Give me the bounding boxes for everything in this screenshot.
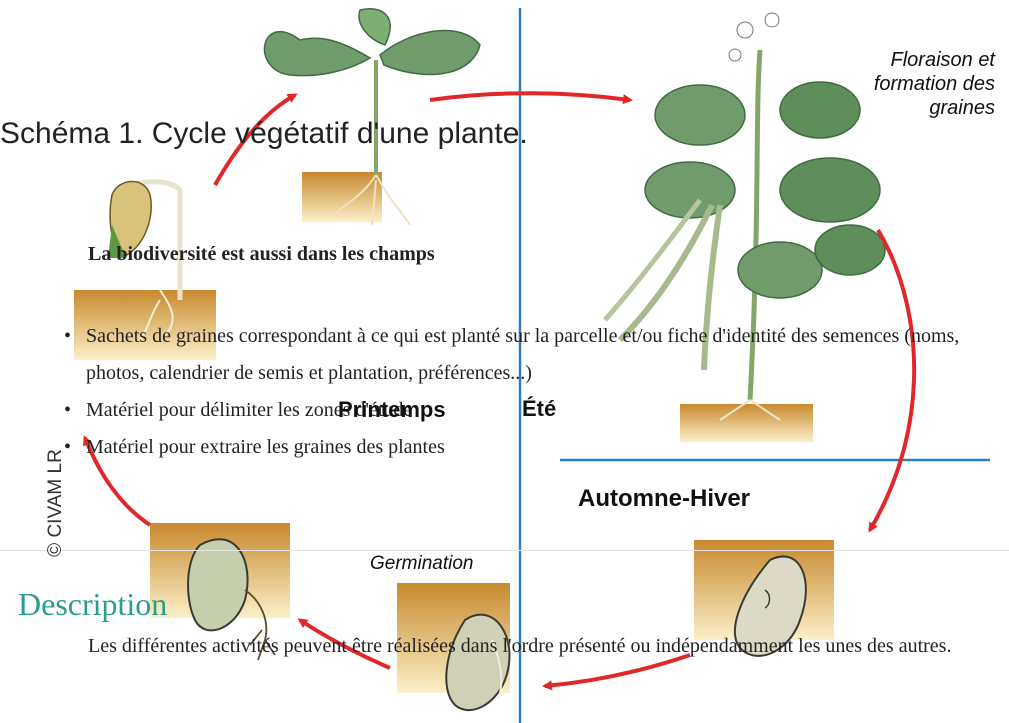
soil-block-seedling bbox=[302, 172, 382, 222]
copyright-notice: © CIVAM LR bbox=[45, 393, 67, 613]
list-item: Sachets de graines correspondant à ce qu… bbox=[62, 318, 1002, 392]
stage-label-germination: Germination bbox=[370, 553, 474, 575]
season-label-summer: Été bbox=[522, 396, 556, 422]
figure-caption: Schéma 1. Cycle végétatif d'une plante. bbox=[0, 117, 528, 151]
arrow-seedling-to-flowering bbox=[430, 93, 630, 100]
materials-list: Sachets de graines correspondant à ce qu… bbox=[62, 318, 1002, 466]
section-heading: La biodiversité est aussi dans les champ… bbox=[88, 243, 435, 266]
section-divider bbox=[0, 550, 1009, 551]
season-label-spring: Printemps bbox=[338, 397, 446, 423]
stage-label-flowering: Floraison et formation des graines bbox=[845, 48, 995, 120]
list-item: Matériel pour extraire les graines des p… bbox=[62, 429, 1002, 466]
description-title: Description bbox=[18, 586, 167, 623]
description-body: Les différentes activités peuvent être r… bbox=[88, 628, 968, 665]
season-label-autumn-winter: Automne-Hiver bbox=[578, 485, 750, 513]
